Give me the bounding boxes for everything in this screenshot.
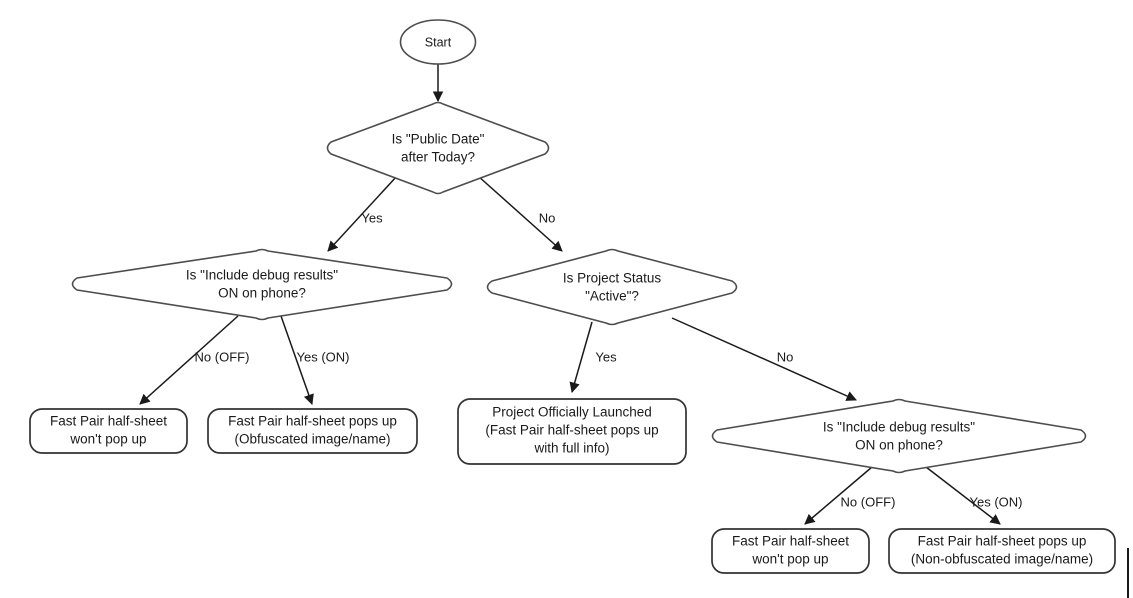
node-terminator-no-popup-right[interactable]: Fast Pair half-sheet won't pop up [711, 528, 870, 574]
decision-project-status-line2: "Active"? [585, 289, 639, 304]
edge-project-status-no: No [671, 317, 857, 401]
decision-debug-right-line1: Is "Include debug results" [823, 420, 975, 435]
diamond-shape [326, 101, 550, 195]
node-terminator-non-obfuscated[interactable]: Fast Pair half-sheet pops up (Non-obfusc… [888, 528, 1116, 574]
terminator-shape [711, 528, 870, 574]
edge-line [280, 315, 314, 405]
edge-public-date-no: No [477, 175, 563, 252]
edge-line [477, 175, 563, 252]
terminator-shape [29, 408, 188, 454]
terminator-shape [207, 408, 418, 454]
terminator-shape [457, 398, 687, 465]
edge-debug-left-on: Yes (ON) [280, 315, 350, 405]
terminator-obfuscated-line2: (Obfuscated image/name) [234, 432, 390, 447]
decision-project-status-line1: Is Project Status [563, 271, 662, 286]
node-terminator-launched[interactable]: Project Officially Launched (Fast Pair h… [457, 398, 687, 465]
terminator-no-popup-left-line1: Fast Pair half-sheet [50, 414, 167, 429]
decision-debug-right-line2: ON on phone? [855, 438, 943, 453]
edge-label-yes-on: Yes (ON) [970, 494, 1023, 509]
edge-line [139, 315, 239, 405]
start-oval-shape [399, 19, 477, 65]
decision-public-date-line2: after Today? [401, 150, 475, 165]
terminator-launched-line3: with full info) [533, 441, 609, 456]
edge-line [925, 466, 1001, 525]
decision-debug-left-line2: ON on phone? [218, 286, 306, 301]
edge-line [569, 321, 593, 394]
terminator-no-popup-left-line2: won't pop up [69, 432, 146, 447]
node-terminator-obfuscated[interactable]: Fast Pair half-sheet pops up (Obfuscated… [207, 408, 418, 454]
edge-line [804, 466, 873, 525]
edge-label-yes-on: Yes (ON) [297, 349, 350, 364]
edge-line [327, 175, 398, 252]
diamond-shape [711, 398, 1087, 474]
page-edge-artifact [1127, 548, 1129, 598]
edge-label-yes: Yes [595, 349, 617, 364]
edge-project-status-yes: Yes [569, 321, 617, 394]
node-decision-project-status[interactable]: Is Project Status "Active"? [486, 248, 738, 326]
edge-label-no-off: No (OFF) [841, 494, 896, 509]
diamond-shape [71, 248, 453, 321]
diamond-shape [486, 248, 738, 326]
terminator-non-obfuscated-line1: Fast Pair half-sheet pops up [918, 534, 1087, 549]
edge-line [671, 317, 857, 401]
decision-public-date-line1: Is "Public Date" [392, 132, 485, 147]
node-decision-debug-left[interactable]: Is "Include debug results" ON on phone? [71, 248, 453, 321]
edge-label-no: No [539, 210, 556, 225]
node-decision-public-date[interactable]: Is "Public Date" after Today? [326, 101, 550, 195]
edge-debug-left-off: No (OFF) [139, 315, 250, 405]
decision-debug-left-line1: Is "Include debug results" [186, 268, 338, 283]
edge-public-date-yes: Yes [327, 175, 398, 252]
node-decision-debug-right[interactable]: Is "Include debug results" ON on phone? [711, 398, 1087, 474]
terminator-no-popup-right-line2: won't pop up [751, 552, 828, 567]
edge-label-no-off: No (OFF) [195, 349, 250, 364]
edge-debug-right-on: Yes (ON) [925, 466, 1023, 525]
edge-debug-right-off: No (OFF) [804, 466, 896, 525]
node-start[interactable]: Start [399, 19, 477, 65]
terminator-obfuscated-line1: Fast Pair half-sheet pops up [228, 414, 397, 429]
terminator-no-popup-right-line1: Fast Pair half-sheet [732, 534, 849, 549]
terminator-launched-line1: Project Officially Launched [492, 405, 652, 420]
node-terminator-no-popup-left[interactable]: Fast Pair half-sheet won't pop up [29, 408, 188, 454]
terminator-launched-line2: (Fast Pair half-sheet pops up [485, 423, 658, 438]
edge-label-no: No [777, 349, 794, 364]
terminator-non-obfuscated-line2: (Non-obfuscated image/name) [911, 552, 1093, 567]
terminator-shape [888, 528, 1116, 574]
edge-label-yes: Yes [361, 210, 383, 225]
start-label: Start [425, 35, 452, 49]
